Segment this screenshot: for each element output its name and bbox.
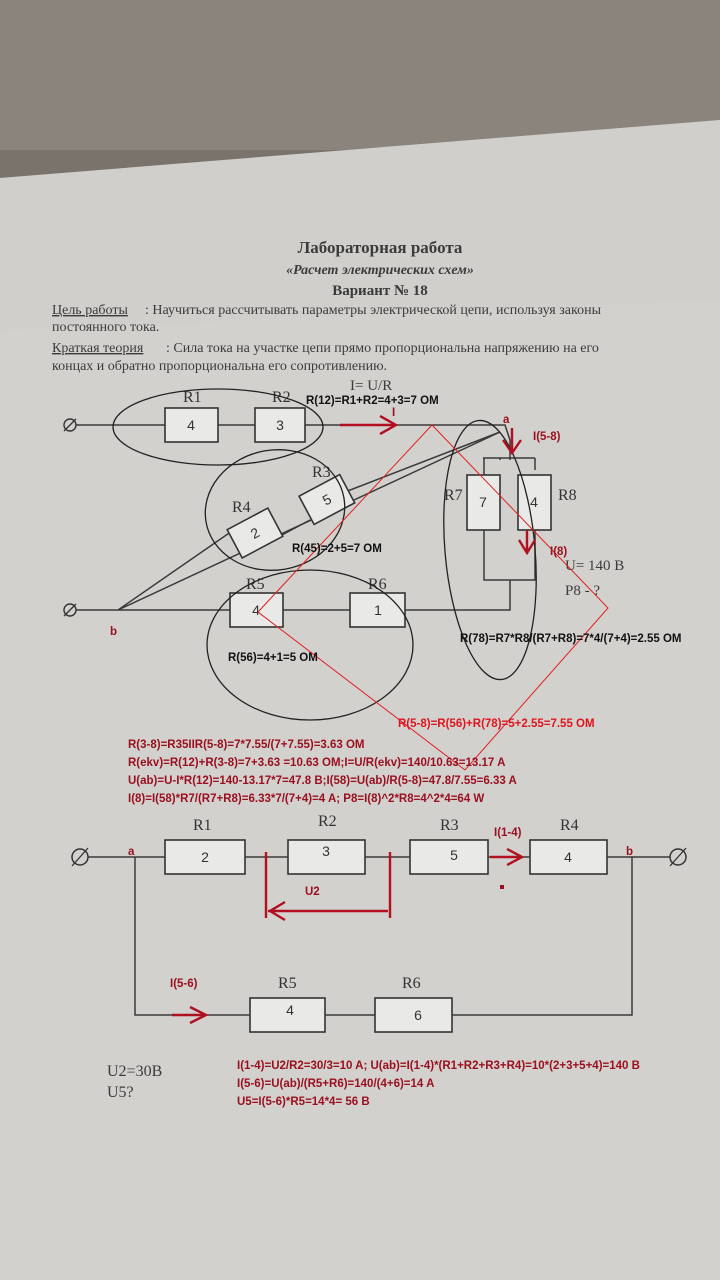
c2-i56-label: I(5-6): [170, 978, 198, 990]
note-r12: R(12)=R1+R2=4+3=7 OM: [306, 395, 439, 407]
c2-u2-label: U2: [305, 886, 320, 898]
c1-oval-r78: [443, 419, 537, 681]
c1-oval-r45: [204, 449, 346, 571]
c1-oval-r12: [112, 388, 324, 466]
calc2-line-1: I(1-4)=U2/R2=30/3=10 A; U(ab)=I(1-4)*(R1…: [237, 1060, 640, 1072]
formula: I= U/R: [350, 378, 392, 394]
c2-r2-label: R2: [318, 813, 337, 830]
c1-oval-r56: [206, 569, 414, 721]
c1-r1-label: R1: [183, 389, 202, 406]
c1-i58-arrow: [502, 428, 522, 456]
c2-find-u5: U5?: [107, 1084, 134, 1101]
doc-variant: Вариант № 18: [332, 283, 428, 299]
calc-line-1: R(3-8)=R35IIR(5-8)=7*7.55/(7+7.55)=3.63 …: [128, 739, 365, 751]
c1-resistor-r5: [229, 592, 284, 628]
c1-find-p8: P8 - ?: [565, 583, 600, 599]
c1-i8-arrow: [517, 530, 537, 556]
doc-title: Лабораторная работа: [298, 238, 463, 257]
c2-r2-value: 3: [322, 843, 330, 859]
c1-resistor-r4: [226, 506, 284, 560]
goal-label: Цель работы: [52, 303, 128, 318]
calc-line-2: R(ekv)=R(12)+R(3-8)=7+3.63 =10.63 OM;I=U…: [128, 757, 505, 769]
c2-given-u2: U2=30B: [107, 1063, 162, 1080]
c1-r8-value: 4: [530, 494, 538, 510]
note-r78: R(78)=R7*R8/(R7+R8)=7*4/(7+4)=2.55 OM: [460, 633, 681, 645]
note-i8: I(8): [550, 546, 567, 558]
c2-r3-label: R3: [440, 817, 459, 834]
c2-i56-arrow: [172, 1005, 209, 1025]
note-i58: I(5-8): [533, 431, 561, 443]
c1-node-a: a: [503, 414, 510, 426]
c1-r4-label: R4: [232, 499, 251, 516]
calc2-line-2: I(5-6)=U(ab)/(R5+R6)=140/(4+6)=14 A: [237, 1078, 434, 1090]
c1-resistor-r2: [254, 407, 306, 443]
c1-resistor-r1: [164, 407, 219, 443]
c1-given-u: U= 140 B: [565, 558, 624, 574]
c1-r5-value: 4: [252, 602, 260, 618]
c1-r6-value: 1: [374, 602, 382, 618]
goal-text-2: постоянного тока.: [52, 320, 159, 335]
c2-r4-label: R4: [560, 817, 579, 834]
c2-r5-value: 4: [286, 1002, 294, 1018]
c2-resistor-r2: [287, 839, 366, 875]
c2-i14-arrow: [490, 847, 525, 867]
c2-node-a: a: [128, 846, 135, 858]
c2-r1-value: 2: [201, 849, 209, 865]
c1-r3-label: R3: [312, 464, 331, 481]
goal-text: : Научиться рассчитывать параметры элект…: [145, 303, 602, 318]
c2-u2-bracket: [264, 852, 392, 922]
c1-current-arrow: [340, 414, 399, 436]
note-r58: R(5-8)=R(56)+R(78)=5+2.55=7.55 OM: [398, 718, 595, 730]
theory-text-2: концах и обратно пропорциональна его соп…: [52, 359, 387, 374]
c1-r1-value: 4: [187, 417, 195, 433]
c2-r3-value: 5: [450, 847, 458, 863]
calc2-line-3: U5=I(5-6)*R5=14*4= 56 B: [237, 1096, 370, 1108]
c2-r6-label: R6: [402, 975, 421, 992]
c1-r2-label: R2: [272, 389, 291, 406]
c2-resistor-r6: [374, 997, 453, 1033]
c2-i14-label: I(1-4): [494, 827, 522, 839]
calc-line-3: U(ab)=U-I*R(12)=140-13.17*7=47.8 B;I(58)…: [128, 775, 517, 787]
c1-r8-label: R8: [558, 487, 577, 504]
c1-red-outline: [257, 424, 609, 771]
calc-line-4: I(8)=I(58)*R7/(R7+R8)=6.33*7/(7+4)=4 A; …: [128, 793, 484, 805]
c1-r2-value: 3: [276, 417, 284, 433]
doc-subtitle: «Расчет электрических схем»: [286, 263, 474, 278]
circuit-2: R1 2 R2 3 R3 5 R4 4 R5 4 R6 6: [71, 813, 687, 1033]
c2-resistor-r5: [249, 997, 326, 1033]
c2-r1-label: R1: [193, 817, 212, 834]
c2-resistor-r4: [529, 839, 608, 875]
c1-node-b: b: [110, 626, 117, 638]
c2-r6-value: 6: [414, 1007, 422, 1023]
c1-resistor-r6: [349, 592, 406, 628]
c2-node-b: b: [626, 846, 633, 858]
theory-text: : Сила тока на участке цепи прямо пропор…: [166, 341, 599, 356]
c2-resistor-r1: [164, 839, 246, 875]
c2-resistor-r3: [409, 839, 489, 875]
note-r45: R(45)=2+5=7 OM: [292, 543, 382, 555]
c2-r5-label: R5: [278, 975, 297, 992]
note-i: I: [392, 407, 395, 419]
c1-resistor-r7: [466, 474, 501, 531]
note-r56: R(56)=4+1=5 OM: [228, 652, 318, 664]
c1-r7-label: R7: [444, 487, 463, 504]
c1-r6-label: R6: [368, 576, 387, 593]
circuit-1: R1 4 R2 3 5 R3 2 R4 R5 4 R6 1 R7 7 R8 4 …: [63, 388, 624, 771]
c1-r5-label: R5: [246, 576, 265, 593]
c1-r7-value: 7: [479, 494, 487, 510]
theory-label: Краткая теория: [52, 341, 144, 356]
c2-r4-value: 4: [564, 849, 572, 865]
